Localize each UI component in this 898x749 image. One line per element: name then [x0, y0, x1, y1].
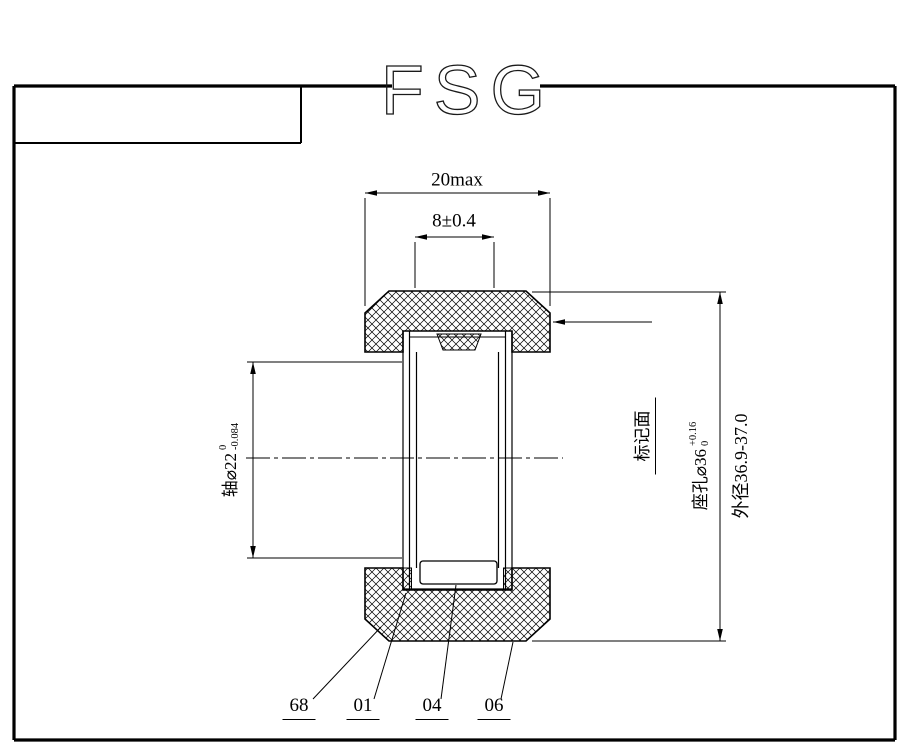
shaft-tolerance-upper: 0 [217, 444, 229, 450]
arrow-od-top [717, 292, 723, 304]
outer-diameter-text: 外径36.9-37.0 [731, 413, 751, 519]
arrow-marking-face [553, 319, 565, 325]
dimension-lines [247, 192, 726, 642]
logo-text: FSG [381, 51, 555, 129]
shaft-tolerance-stack: 0 -0.084 [218, 423, 242, 450]
inner-ring-lip-left [402, 567, 412, 590]
dimension-arrows [250, 190, 723, 641]
seat-hole-text: 座孔⌀36 [690, 449, 710, 511]
leader-callout-68 [312, 626, 382, 700]
inner-ring-walls [402, 331, 513, 590]
arrow-shaft-top [250, 362, 256, 374]
bearing-cross-section [364, 290, 551, 642]
arrow-inner-right [482, 234, 494, 240]
shaft-diameter-label: 轴⌀22 0 -0.084 [218, 423, 242, 497]
callout-leaders [312, 584, 514, 700]
arrow-overall-right [538, 190, 550, 196]
callout-04: 04 [415, 695, 449, 720]
outer-diameter-label: 外径36.9-37.0 [731, 413, 751, 519]
arrow-inner-left [415, 234, 427, 240]
leader-callout-06 [500, 641, 514, 700]
rolling-element-section [419, 560, 498, 585]
arrow-od-bottom [717, 629, 723, 641]
seat-hole-tolerance-lower: 0 [700, 440, 711, 447]
overall-width-label: 20max [431, 169, 483, 191]
marking-face-label: 标记面 [633, 397, 656, 475]
leader-callout-04 [440, 584, 457, 700]
inner-ring-lip-right [503, 567, 513, 590]
arrow-overall-left [365, 190, 377, 196]
seat-hole-tolerance-upper: +0.16 [687, 421, 699, 447]
top-seal-section [436, 333, 482, 351]
callout-04-label: 04 [422, 695, 442, 716]
title-block [14, 86, 302, 144]
inner-width-label: 8±0.4 [432, 210, 476, 232]
callout-68-label: 68 [289, 695, 309, 716]
seat-hole-label: 座孔⌀36 +0.16 0 [688, 422, 712, 511]
shaft-tolerance-lower: -0.084 [230, 422, 241, 450]
callout-06: 06 [477, 695, 511, 720]
leader-callout-01 [373, 592, 407, 700]
callout-01-label: 01 [353, 695, 373, 716]
callout-01: 01 [346, 695, 380, 720]
sheet-border [12, 84, 897, 742]
seat-hole-tolerance-stack: +0.16 0 [688, 422, 712, 446]
marking-face-text: 标记面 [633, 410, 652, 462]
arrow-shaft-bottom [250, 546, 256, 558]
callout-68: 68 [282, 695, 316, 720]
shaft-diameter-text: 轴⌀22 [220, 452, 240, 498]
callout-06-label: 06 [484, 695, 504, 716]
